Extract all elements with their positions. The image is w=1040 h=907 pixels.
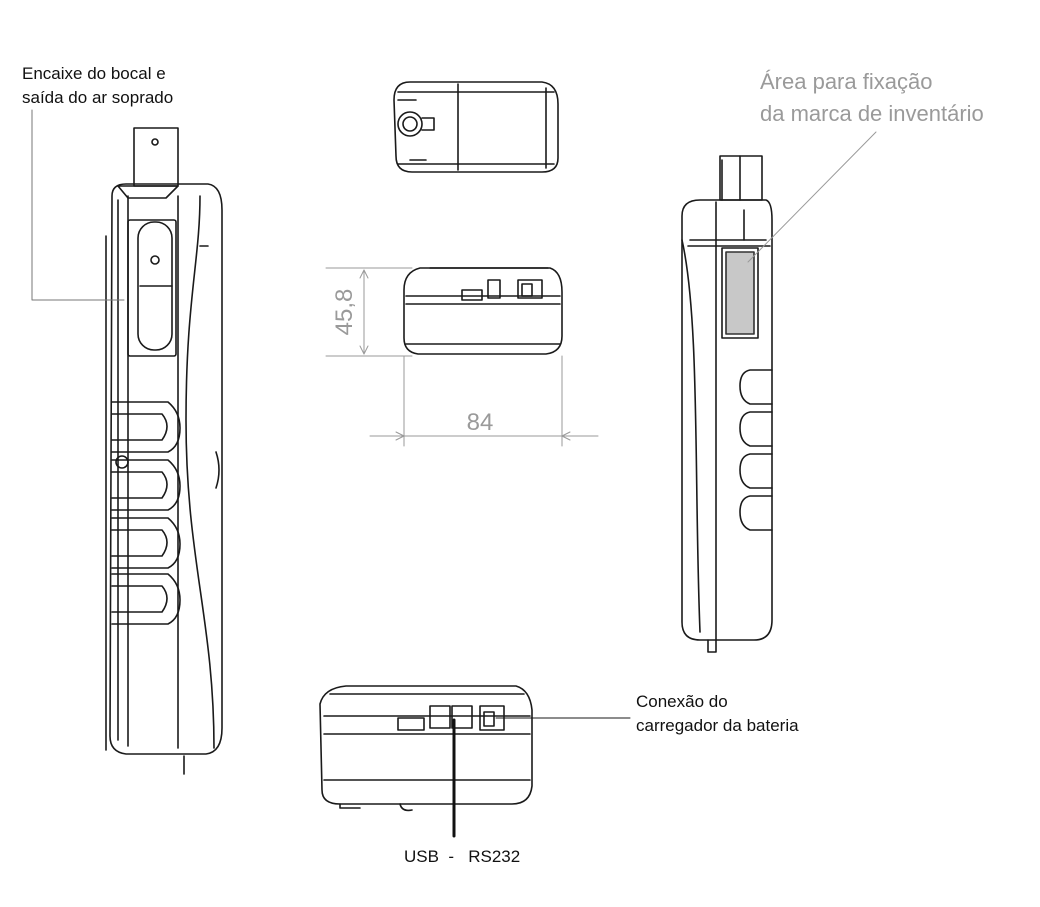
charger-label-line-2: carregador da bateria (636, 716, 799, 735)
inventory-label-line-1: Área para fixação (760, 69, 933, 94)
device-bottom-view (319, 685, 533, 812)
device-side-view-left (105, 127, 223, 775)
inventory-area-label: Área para fixação da marca de inventário (760, 66, 984, 130)
height-dimension: 45,8 (331, 289, 358, 336)
inventory-label-line-2: da marca de inventário (760, 101, 984, 126)
charger-connection-label: Conexão do carregador da bateria (636, 690, 799, 738)
mouthpiece-label: Encaixe do bocal e saída do ar soprado (22, 62, 173, 110)
ports-label: USB - RS232 (404, 847, 521, 866)
mouthpiece-label-line-1: Encaixe do bocal e (22, 64, 166, 83)
charger-label-line-1: Conexão do (636, 692, 728, 711)
device-front-view (403, 267, 563, 355)
mouthpiece-leader-line (31, 109, 125, 301)
device-top-view (393, 81, 559, 173)
dimension-lines (325, 267, 599, 447)
inventory-leader-line (747, 131, 877, 263)
device-side-view-right (681, 155, 773, 653)
mouthpiece-label-line-2: saída do ar soprado (22, 88, 174, 107)
width-dimension: 84 (467, 409, 494, 436)
